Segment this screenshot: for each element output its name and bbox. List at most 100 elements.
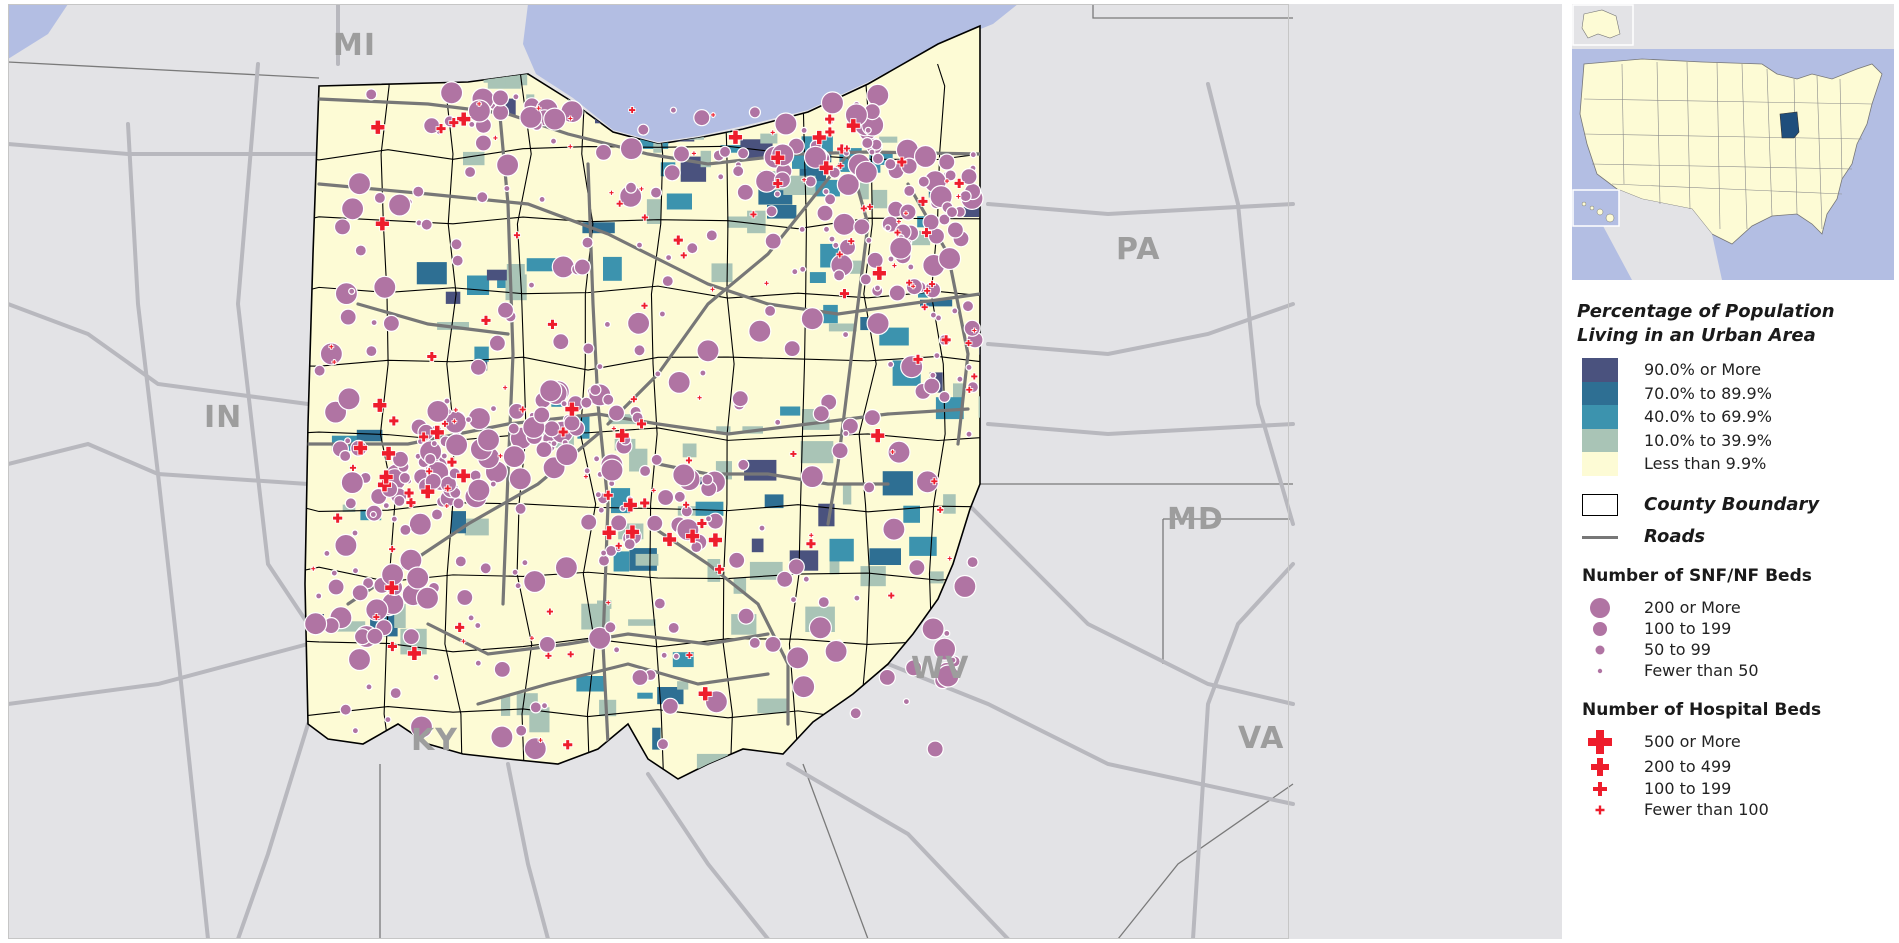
snf-circle	[908, 558, 926, 577]
snf-circle	[369, 510, 377, 519]
snf-circle	[454, 555, 467, 568]
snf-circle	[535, 441, 553, 459]
snf-circle	[654, 370, 662, 378]
snf-circle	[406, 566, 430, 590]
snf-circle	[938, 390, 951, 403]
urban-patch	[757, 698, 788, 714]
legend-snf-class-1: 200 or More	[1582, 596, 1894, 618]
snf-circle	[943, 629, 951, 638]
hospital-cross-icon	[456, 111, 472, 127]
legend-hospital-class-1: 500 or More	[1582, 729, 1894, 755]
legend-urban-title-line1: Percentage of Population	[1577, 301, 1835, 322]
hospital-cross-icon	[372, 613, 381, 621]
legend-roads: Roads	[1582, 522, 1894, 554]
ohio-outline	[304, 24, 981, 780]
snf-circle	[932, 637, 957, 661]
urban-patch	[652, 727, 661, 750]
urban-patch	[463, 151, 485, 166]
urban-patch	[918, 291, 928, 298]
snf-circle	[748, 106, 762, 119]
snf-circle	[333, 218, 352, 236]
map-frame[interactable]: MI IN PA MD WV KY VA	[8, 4, 1562, 939]
snf-circle	[543, 107, 567, 131]
snf-circle	[347, 647, 372, 672]
snf-circle	[863, 481, 876, 494]
snf-circle	[945, 206, 959, 219]
legend-snf-title: Number of SNF/NF Beds	[1582, 565, 1812, 586]
hospital-cross-icon	[353, 440, 368, 456]
urban-patch	[943, 494, 956, 514]
hospital-cross-icon	[443, 484, 452, 493]
hospital-cross-icon	[418, 431, 430, 443]
snf-circle	[339, 308, 357, 326]
snf-circle	[492, 103, 510, 122]
hospital-cross-icon	[789, 450, 798, 458]
snf-circle	[664, 254, 673, 262]
snf-circle	[365, 683, 373, 691]
urban-patch	[501, 696, 511, 716]
snf-circle	[365, 345, 378, 358]
hospital-cross-icon	[332, 512, 344, 524]
hospital-cross-icon	[636, 418, 647, 430]
snf-circle	[866, 311, 890, 336]
hospital-cross-icon	[480, 314, 492, 326]
snf-circle	[515, 724, 528, 737]
urban-patch	[829, 559, 840, 575]
snf-circle	[903, 184, 916, 197]
ohio-map[interactable]	[8, 4, 1562, 939]
hospital-cross-icon	[889, 449, 896, 455]
snf-circle	[866, 83, 890, 107]
hospital-cross-icon	[443, 503, 450, 509]
hospital-cross-icon	[923, 286, 932, 295]
hospital-cross-icon	[456, 468, 471, 484]
hospital-cross-icon	[451, 418, 458, 425]
state-label-md: MD	[1167, 502, 1224, 537]
snf-circle	[921, 617, 945, 641]
snf-circle	[496, 153, 520, 177]
hospital-cross-icon	[425, 467, 434, 476]
snf-circle	[915, 470, 940, 494]
hospital-cross-icon	[772, 178, 784, 189]
snf-circle	[884, 158, 897, 171]
hospital-cross-icon	[381, 446, 396, 461]
legend-snf-circle-medium	[1593, 621, 1607, 636]
lake-michigan-edge	[8, 4, 68, 59]
snf-circle	[951, 307, 959, 315]
snf-circle	[960, 168, 978, 186]
legend-snf-class-2: 100 to 199	[1582, 617, 1894, 638]
snf-circle	[650, 453, 663, 466]
hospital-cross-icon	[331, 359, 338, 365]
legend-urban-class-4: 10.0% to 39.9%	[1582, 428, 1894, 452]
urban-patch	[677, 681, 689, 690]
us-inset-map[interactable]	[1572, 4, 1894, 280]
hospital-cross-icon	[406, 646, 422, 661]
snf-circle	[836, 172, 860, 197]
hospital-cross-icon	[545, 607, 554, 616]
snf-circle	[656, 488, 675, 507]
snf-circle	[865, 236, 873, 244]
snf-circle	[491, 89, 510, 107]
snf-circle	[319, 342, 343, 366]
legend-snf-label: 200 or More	[1644, 597, 1741, 617]
state-label-va: VA	[1238, 721, 1285, 756]
snf-circle	[540, 702, 549, 710]
hospital-cross-icon	[691, 150, 697, 157]
snf-circle	[451, 254, 464, 267]
snf-circle	[661, 697, 679, 715]
snf-circle	[469, 358, 487, 376]
legend-county-swatch	[1582, 493, 1618, 516]
snf-circle	[635, 241, 644, 249]
snf-circle	[667, 621, 680, 635]
snf-circle	[820, 91, 845, 115]
snf-circle	[382, 314, 400, 332]
snf-circle	[521, 559, 529, 567]
snf-circle	[800, 465, 824, 489]
snf-circle	[529, 701, 542, 714]
snf-circle	[946, 221, 965, 239]
snf-circle	[913, 144, 938, 169]
legend-hospital-title: Number of Hospital Beds	[1582, 699, 1822, 720]
snf-circle	[786, 646, 810, 670]
urban-patch	[780, 406, 801, 416]
urban-patch	[356, 429, 383, 442]
snf-circle	[822, 225, 831, 233]
